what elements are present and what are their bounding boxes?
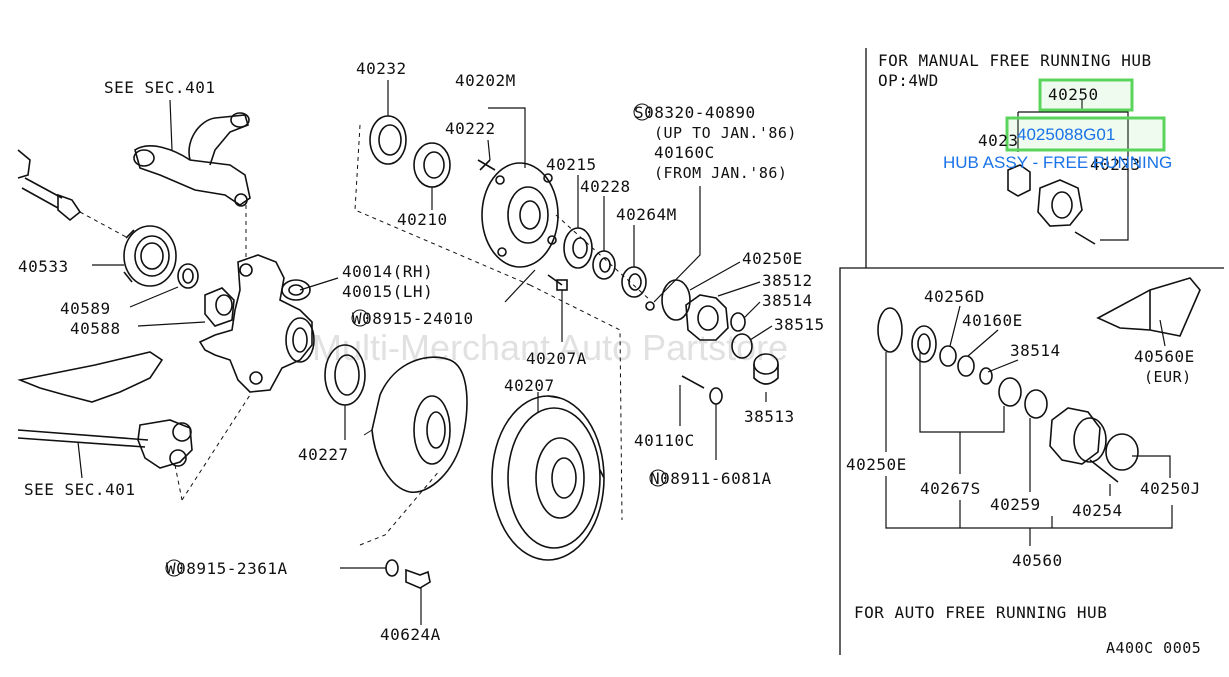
label-40589[interactable]: 40589: [60, 299, 111, 318]
upper-control-arm: [133, 99, 251, 207]
part-40589-seal: [129, 263, 199, 308]
label-40264M[interactable]: 40264M: [616, 205, 677, 224]
label-40014-rh[interactable]: 40014(RH): [342, 262, 433, 281]
highlight-part-description[interactable]: HUB ASSY - FREE RUNNING: [943, 153, 1172, 172]
label-40228[interactable]: 40228: [580, 177, 631, 196]
part-40533-bearing: [92, 225, 177, 287]
part-40202M-hub: [477, 107, 651, 301]
label-40254[interactable]: 40254: [1072, 501, 1123, 520]
lower-control-arm: [17, 351, 251, 501]
label-40210[interactable]: 40210: [397, 210, 448, 229]
label-40588[interactable]: 40588: [70, 319, 121, 338]
part-40110C-bolt: [679, 375, 723, 460]
label-40207[interactable]: 40207: [504, 376, 555, 395]
marker-w-circle-1: [351, 309, 369, 327]
label-40232[interactable]: 40232: [356, 59, 407, 78]
label-40624A[interactable]: 40624A: [380, 625, 441, 644]
part-40232-seal: [369, 80, 407, 165]
auto-hub-frame: [839, 267, 1224, 655]
label-40250J[interactable]: 40250J: [1140, 479, 1201, 498]
guide-rotor-line: [529, 284, 623, 521]
label-40259[interactable]: 40259: [990, 495, 1041, 514]
label-40227[interactable]: 40227: [298, 445, 349, 464]
drawing-code: A400C 0005: [1106, 639, 1201, 657]
label-08320-40890[interactable]: S08320-40890: [634, 103, 756, 122]
part-40207-rotor: [491, 392, 605, 561]
label-40267S[interactable]: 40267S: [920, 479, 981, 498]
label-38515[interactable]: 38515: [774, 315, 825, 334]
part-40210-bearing: [413, 142, 451, 210]
manual-hub-title: FOR MANUAL FREE RUNNING HUB: [878, 51, 1152, 70]
part-40250E-oring: [661, 261, 741, 321]
marker-n-circle: [649, 469, 667, 487]
label-38514-main[interactable]: 38514: [762, 291, 813, 310]
label-08915-2361A[interactable]: W08915-2361A: [166, 559, 288, 578]
label-08911-6081A[interactable]: N08911-6081A: [650, 469, 772, 488]
label-eur: (EUR): [1144, 368, 1192, 386]
label-38512[interactable]: 38512: [762, 271, 813, 290]
label-40560[interactable]: 40560: [1012, 551, 1063, 570]
label-40560E[interactable]: 40560E: [1134, 347, 1195, 366]
part-40264M-lockwasher: [621, 225, 647, 298]
marker-w-circle-2: [165, 559, 183, 577]
part-40588-bushing: [137, 287, 235, 327]
part-38514-ring: [730, 301, 761, 332]
label-40256D[interactable]: 40256D: [924, 287, 985, 306]
part-40228-washer: [592, 196, 616, 280]
label-from-jan-86: (FROM JAN.'86): [654, 164, 787, 182]
label-40160E[interactable]: 40160E: [962, 311, 1023, 330]
label-40250[interactable]: 40250: [1048, 85, 1099, 104]
label-08915-24010[interactable]: W08915-24010: [352, 309, 474, 328]
manual-hub-option: OP:4WD: [878, 71, 939, 90]
auto-hub-title: FOR AUTO FREE RUNNING HUB: [854, 603, 1107, 622]
label-40533[interactable]: 40533: [18, 257, 69, 276]
part-38512-hub-cap: [685, 281, 761, 341]
label-4023x: 4023: [978, 131, 1019, 150]
label-up-to-jan-86: (UP TO JAN.'86): [654, 124, 797, 142]
label-40215[interactable]: 40215: [546, 155, 597, 174]
label-40202M[interactable]: 40202M: [455, 71, 516, 90]
part-40014-knuckle: [198, 205, 339, 393]
part-40624A-bolt: [340, 469, 441, 625]
auto-hub-inset: [877, 277, 1201, 546]
label-40250E-main[interactable]: 40250E: [742, 249, 803, 268]
label-38514-auto[interactable]: 38514: [1010, 341, 1061, 360]
part-40215-bearing: [563, 175, 593, 269]
part-38515-oring: [731, 325, 773, 359]
label-38513[interactable]: 38513: [744, 407, 795, 426]
part-40207A-stud: [504, 269, 568, 342]
label-40222[interactable]: 40222: [445, 119, 496, 138]
label-see-sec-top: SEE SEC.401: [104, 78, 215, 97]
watermark-text: Multi-Merchant Auto Partstore: [312, 327, 788, 368]
drive-shaft: [17, 149, 129, 239]
label-40207A[interactable]: 40207A: [526, 349, 587, 368]
highlight-box-4025088G01: [1005, 116, 1166, 152]
highlight-box-40250: [1038, 78, 1134, 112]
part-38513-cap: [753, 353, 779, 402]
label-40015-lh[interactable]: 40015(LH): [342, 282, 433, 301]
label-40223: 40223: [1090, 155, 1141, 174]
marker-s-circle: [633, 103, 651, 121]
highlight-part-number[interactable]: 4025088G01: [1017, 125, 1115, 144]
part-40227-seal: [324, 344, 366, 440]
label-40160C[interactable]: 40160C: [654, 143, 715, 162]
dust-shield: [363, 356, 468, 493]
label-40110C[interactable]: 40110C: [634, 431, 695, 450]
label-40250E-auto[interactable]: 40250E: [846, 455, 907, 474]
part-40160C-nut: [645, 186, 701, 311]
label-see-sec-bottom: SEE SEC.401: [24, 480, 135, 499]
